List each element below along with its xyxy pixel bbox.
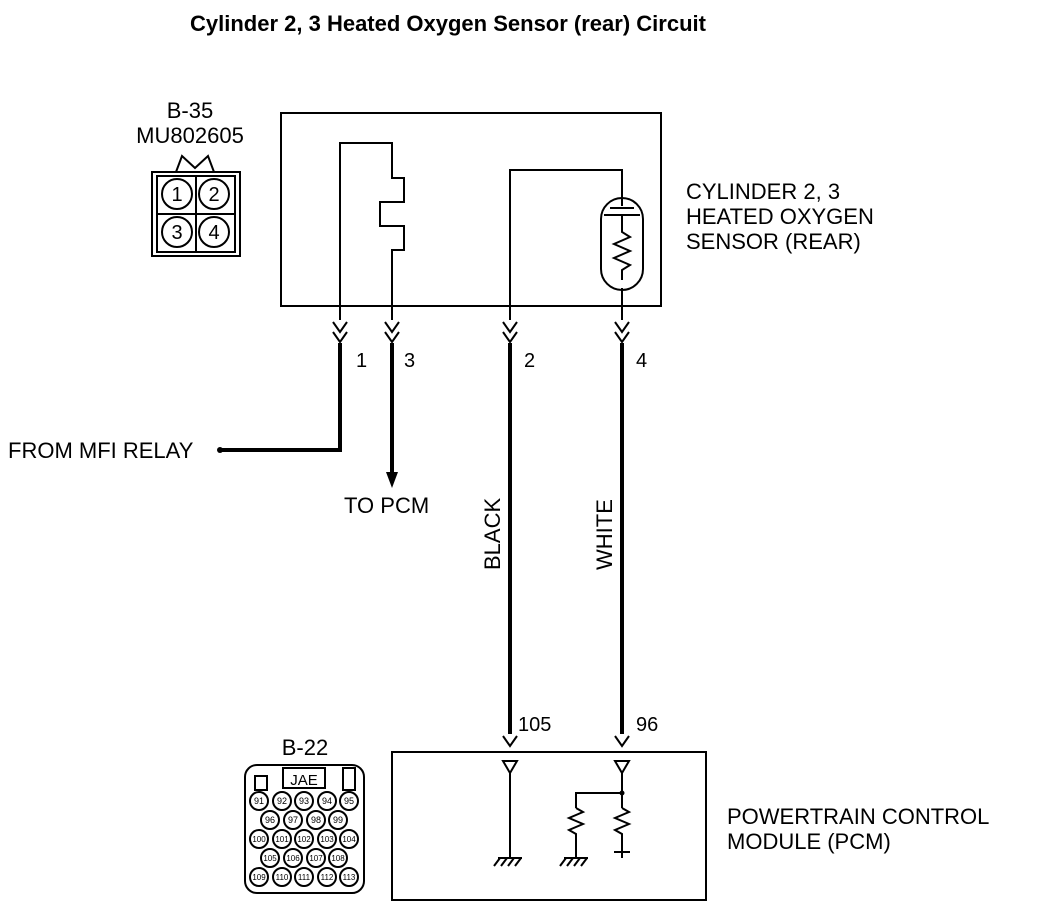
pcm-connector-pin: 92 (277, 796, 287, 806)
pcm-connector-pin: 99 (333, 815, 343, 825)
sensor-signal-wire (509, 169, 623, 320)
connector-pin-label: 3 (171, 222, 182, 244)
terminal-chevron-icon (332, 321, 348, 334)
sensor-box (280, 112, 662, 307)
pcm-connector-pin: 100 (252, 835, 266, 844)
input-terminal-icon (501, 760, 519, 775)
pcm-connector-pin: 106 (286, 854, 300, 863)
pcm-connector-pin: 91 (254, 796, 264, 806)
pcm-connector-pin: 109 (252, 873, 266, 882)
oxygen-sensor-box (280, 112, 662, 320)
connector-latch-icon (175, 154, 215, 173)
pcm-connector-pin: 105 (263, 854, 277, 863)
terminal-chevron-icon (614, 735, 630, 748)
sensor-label-line1: CYLINDER 2, 3 (686, 179, 840, 204)
mfi-relay-wire (222, 343, 342, 452)
pulldown-resistor-icon (566, 807, 586, 858)
pin-circle (161, 216, 193, 248)
pcm-connector-pin: 113 (343, 873, 356, 882)
pcm-connector-pin: 97 (288, 815, 298, 825)
pcm-pin-96: 96 (636, 714, 658, 736)
pcm-connector-pin: 108 (331, 854, 345, 863)
maker-label: JAE (290, 772, 318, 789)
pin-circle (198, 178, 230, 210)
maker-badge (282, 767, 326, 789)
input-terminal-icon (613, 760, 631, 775)
pcm-connector-pin: 98 (311, 815, 321, 825)
terminal-chevron-icon (502, 735, 518, 748)
pcm-connector-id: B-22 (282, 735, 328, 760)
sensor-pin-4: 4 (636, 350, 647, 372)
pcm-connector-housing (244, 764, 365, 894)
to-pcm-label: TO PCM (344, 493, 429, 518)
sensor-pin-2: 2 (524, 350, 535, 372)
connector-pin-label: 4 (208, 222, 219, 244)
pcm-pin-105: 105 (518, 714, 551, 736)
terminal-chevron-icon (502, 321, 518, 334)
pcm-label-line1: POWERTRAIN CONTROL (727, 804, 989, 829)
pcm-connector-pin: 107 (309, 854, 323, 863)
pcm-connector-pin: 96 (265, 815, 275, 825)
connector-pin-label: 2 (208, 184, 219, 206)
pcm-connector-pin: 95 (344, 796, 354, 806)
connector-pin-label: 1 (171, 184, 182, 206)
pcm-connector-pin: 104 (342, 835, 356, 844)
terminal-chevron-icon (384, 321, 400, 334)
sensor-terminal-chevrons (332, 321, 630, 344)
white-wire-label: WHITE (592, 499, 617, 570)
connector-housing (151, 171, 241, 257)
input-resistor-icon (612, 807, 632, 852)
sensor-pin-3: 3 (404, 350, 415, 372)
heater-element-icon (339, 142, 405, 320)
pin-circle (198, 216, 230, 248)
oxygen-sensing-element-icon (600, 197, 644, 291)
from-mfi-relay-label: FROM MFI RELAY (8, 438, 194, 463)
pcm-label-line2: MODULE (PCM) (727, 829, 891, 854)
pcm-connector-pin: 112 (321, 873, 334, 882)
pcm-connector-pin: 101 (275, 835, 289, 844)
pcm-connector-pin: 102 (297, 835, 311, 844)
arrow-down-icon (386, 472, 398, 488)
sensor-connector-part-number: MU802605 (136, 123, 244, 148)
pcm-box (391, 751, 707, 901)
sensor-connector-b35: B-35 MU802605 1 2 3 4 (136, 98, 244, 257)
terminal-chevron-icon (614, 321, 630, 334)
pcm-connector-pin: 103 (320, 835, 334, 844)
pin-circle (161, 178, 193, 210)
black-wire-label: BLACK (480, 498, 505, 570)
sensor-label-line3: SENSOR (REAR) (686, 229, 861, 254)
pcm-outline (391, 751, 707, 901)
sensor-label-line2: HEATED OXYGEN (686, 204, 874, 229)
pcm-connector-pin: 93 (299, 796, 309, 806)
sensor-resistor-icon (611, 215, 633, 280)
sensor-pin-1: 1 (356, 350, 367, 372)
pcm-connector-pin: 111 (298, 873, 311, 882)
pcm-connector-b22: B-22 JAE 91 92 93 94 95 96 97 98 99 100 … (244, 735, 365, 894)
wire-end-dot (217, 447, 223, 453)
pcm-connector-pin: 110 (276, 873, 289, 882)
sensor-connector-id: B-35 (167, 98, 213, 123)
pcm-connector-pin: 94 (322, 796, 332, 806)
diagram-title: Cylinder 2, 3 Heated Oxygen Sensor (rear… (190, 11, 707, 36)
